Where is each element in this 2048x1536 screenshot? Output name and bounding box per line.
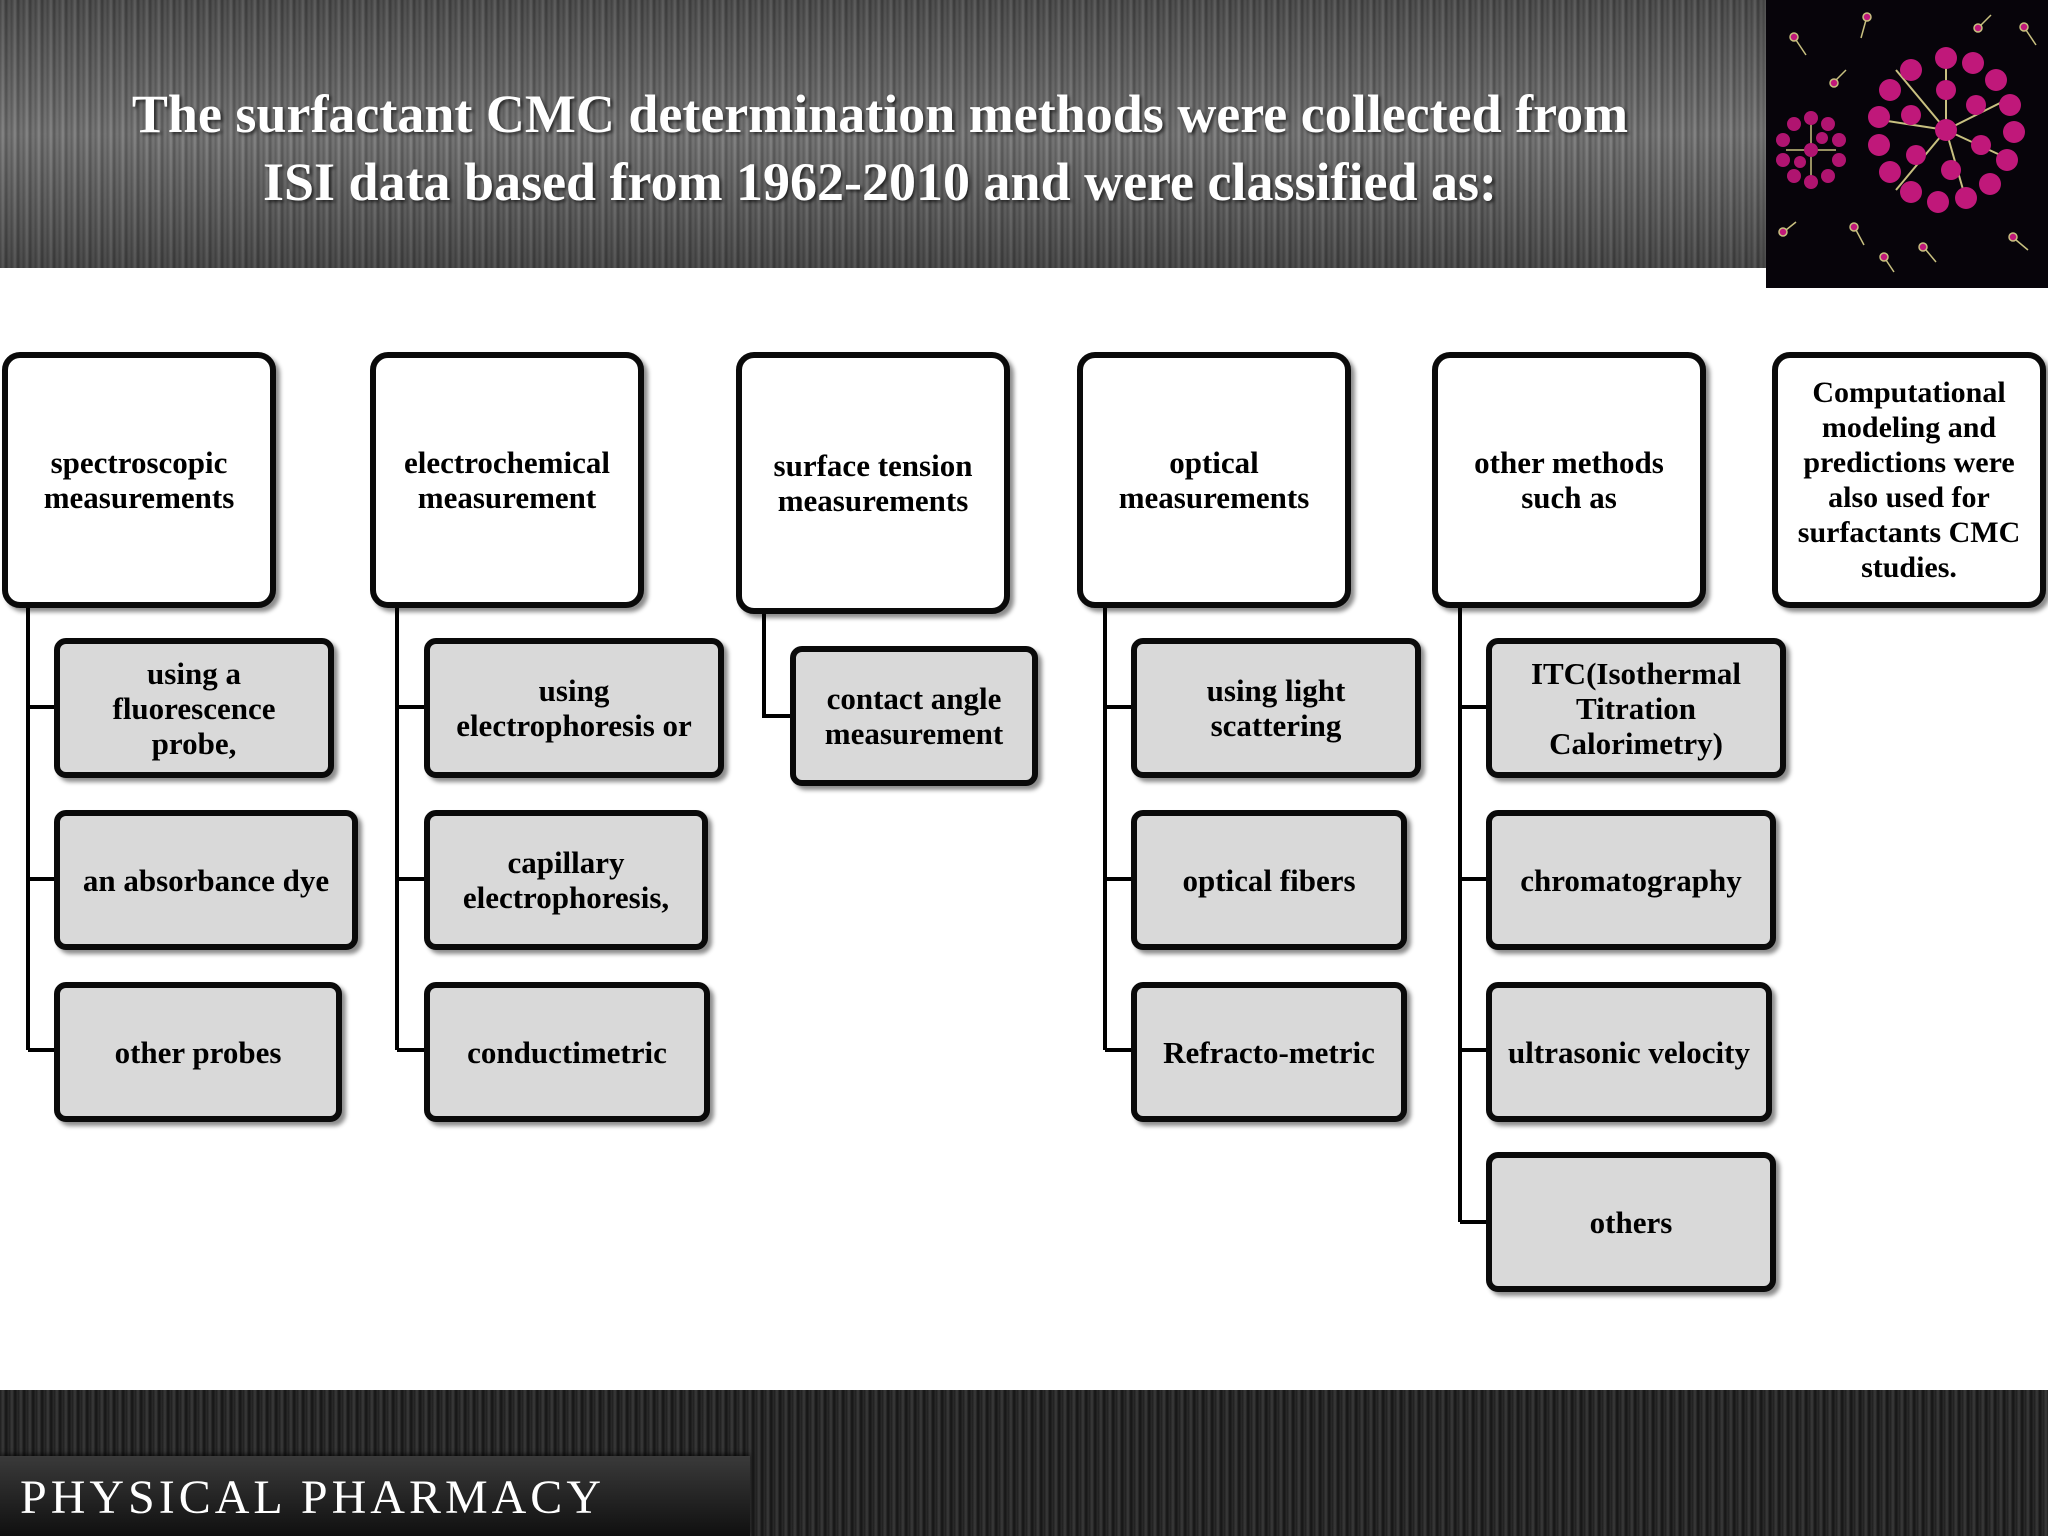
sub-ultrasonic-velocity: ultrasonic velocity [1486,982,1772,1122]
category-label: spectroscopic measurements [43,445,235,515]
category-label: optical measurements [1118,445,1310,515]
category-computational: Computational modeling and predictions w… [1772,352,2046,608]
sub-label: an absorbance dye [82,862,330,898]
connector-lines [26,604,1488,1224]
category-label: surface tension measurements [773,448,973,518]
sub-other-probes: other probes [54,982,342,1122]
slide-title: The surfactant CMC determination methods… [40,80,1720,216]
footer-banner: PHYSICAL PHARMACY [0,1390,2048,1536]
sub-contact-angle: contact angle measurement [790,646,1038,786]
sub-optical-fibers: optical fibers [1131,810,1407,950]
sub-label: conductimetric [467,1034,667,1070]
sub-electrophoresis: using electrophoresis or [424,638,724,778]
footer-label: PHYSICAL PHARMACY [20,1471,605,1524]
category-label: other methods such as [1474,445,1664,515]
sub-label: capillary electrophoresis, [462,845,670,915]
sub-refractometric: Refracto-metric [1131,982,1407,1122]
sub-absorbance-dye: an absorbance dye [54,810,358,950]
category-electrochemical: electrochemical measurement [370,352,644,608]
sub-label: optical fibers [1182,862,1356,898]
sub-conductimetric: conductimetric [424,982,710,1122]
category-label: electrochemical measurement [404,445,610,515]
sub-label: ITC(Isothermal Titration Calorimetry) [1530,655,1742,761]
connector-cat4 [1103,604,1133,1052]
sub-label: chromatography [1520,862,1742,898]
connector-cat1 [26,604,56,1052]
category-spectroscopic: spectroscopic measurements [2,352,276,608]
sub-label: others [1589,1204,1673,1240]
micelle-illustration [1776,12,2037,273]
sub-capillary-electrophoresis: capillary electrophoresis, [424,810,708,950]
sub-label: using light scattering [1206,673,1346,743]
title-line-2: ISI data based from 1962-2010 and were c… [262,152,1498,212]
sub-others: others [1486,1152,1776,1292]
sub-label: using a fluorescence probe, [112,655,276,761]
category-other-methods: other methods such as [1432,352,1706,608]
sub-itc: ITC(Isothermal Titration Calorimetry) [1486,638,1786,778]
sub-chromatography: chromatography [1486,810,1776,950]
sub-label: contact angle measurement [824,681,1004,751]
sub-light-scattering: using light scattering [1131,638,1421,778]
sub-label: ultrasonic velocity [1508,1034,1750,1070]
micelle-image [1766,0,2048,288]
category-surface-tension: surface tension measurements [736,352,1010,614]
category-optical: optical measurements [1077,352,1351,608]
connector-cat3 [762,612,792,718]
connector-cat5 [1458,604,1488,1224]
category-label: Computational modeling and predictions w… [1797,376,2021,584]
footer-bar [0,1456,750,1536]
connector-cat2 [395,604,426,1052]
sub-fluorescence-probe: using a fluorescence probe, [54,638,334,778]
sub-label: Refracto-metric [1163,1034,1375,1070]
title-line-1: The surfactant CMC determination methods… [131,84,1629,144]
header-banner: The surfactant CMC determination methods… [0,0,1766,268]
sub-label: using electrophoresis or [456,673,692,743]
sub-label: other probes [114,1034,282,1070]
